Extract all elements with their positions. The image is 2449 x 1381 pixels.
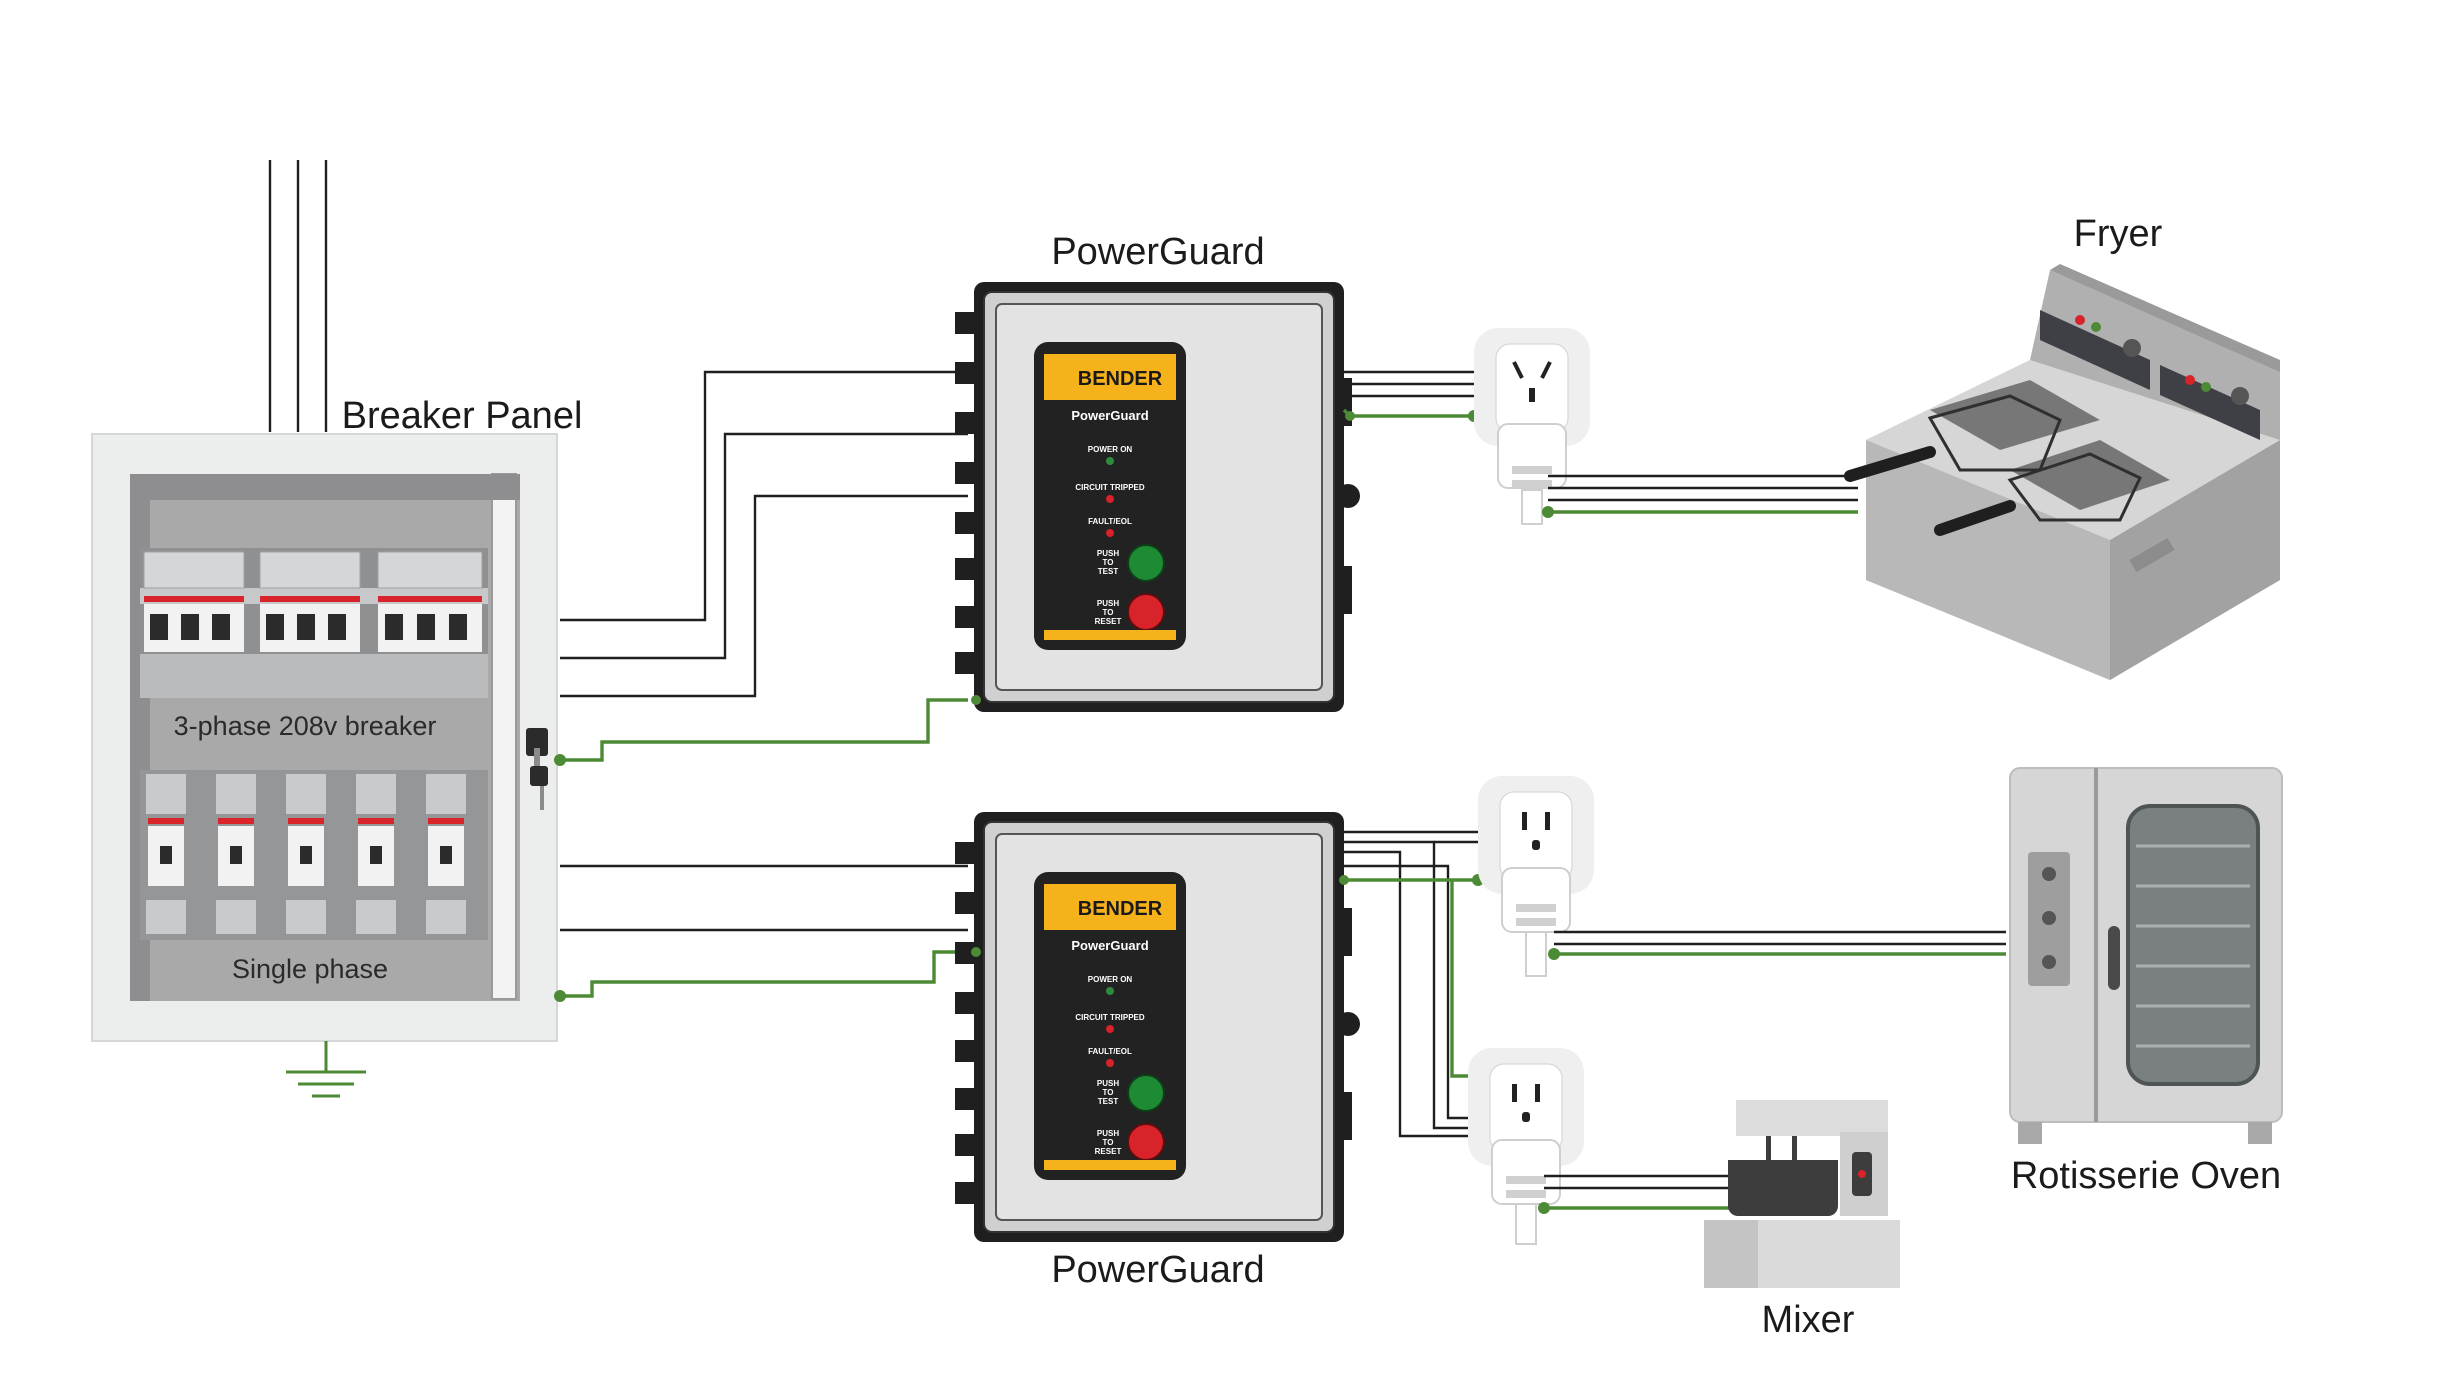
tripped-led-icon [1106,495,1114,503]
power-led-icon [1106,457,1114,465]
lock-icon [526,728,548,810]
brand-label-2: BENDER [1078,898,1163,920]
breaker-1p-4 [356,774,396,934]
single-phase-label: Single phase [232,954,388,984]
three-phase-label: 3-phase 208v breaker [174,711,437,741]
wires-bottom-to-outlets [1339,830,1484,1138]
plug-oven [1501,867,1571,977]
wires-top-to-outlet [1342,370,1480,422]
model-label: PowerGuard [1071,408,1148,423]
indicator-power-label: POWER ON [1088,445,1133,454]
rotisserie-oven-icon [2009,767,2283,1144]
supply-lines [268,160,328,432]
ground-icon [286,1041,366,1098]
powerguard-bottom: BENDER PowerGuard POWER ON CIRCUIT TRIPP… [955,812,1360,1242]
tripped-led-icon [1106,1025,1114,1033]
brand-label: BENDER [1078,368,1163,390]
powerguard-top: BENDER PowerGuard POWER ON CIRCUIT TRIPP… [955,282,1360,712]
breaker-1p-2 [216,774,256,934]
breaker-1p-1 [146,774,186,934]
indicator-power-label-2: POWER ON [1088,975,1133,984]
fryer-label: Fryer [2074,213,2163,255]
test-button[interactable] [1127,544,1165,582]
appliance-cables [1538,474,2006,1214]
plug-mixer [1491,1139,1561,1245]
three-phase-breakers [140,548,488,698]
mixer-icon [1704,1100,1900,1288]
outlet-mixer [1468,1048,1584,1166]
wires-panel-to-bottom [554,864,968,1002]
powerguard-bottom-label: PowerGuard [1051,1249,1264,1291]
plug-top [1497,423,1567,525]
mixer-label: Mixer [1762,1299,1855,1341]
breaker-panel-label: Breaker Panel [342,395,583,437]
fryer-icon [1844,264,2280,680]
reset-button-2[interactable] [1127,1123,1165,1161]
powerguard-top-label: PowerGuard [1051,231,1264,273]
power-led-icon [1106,987,1114,995]
breaker-3p-2 [259,551,361,652]
model-label-2: PowerGuard [1071,938,1148,953]
breaker-3p-3 [377,551,483,652]
rotisserie-oven-label: Rotisserie Oven [2011,1155,2281,1197]
reset-button[interactable] [1127,593,1165,631]
breaker-panel: 3-phase 208v breaker Single phase [91,433,558,1042]
outlet-top [1474,328,1590,446]
indicator-fault-label-2: FAULT/EOL [1088,1047,1132,1056]
outlet-oven [1478,776,1594,894]
breaker-3p-1 [143,551,245,652]
fault-led-icon [1106,1059,1114,1067]
breaker-1p-5 [426,774,466,934]
fault-led-icon [1106,529,1114,537]
indicator-tripped-label: CIRCUIT TRIPPED [1075,483,1145,492]
breaker-1p-3 [286,774,326,934]
wires-panel-to-top [554,370,968,766]
indicator-tripped-label-2: CIRCUIT TRIPPED [1075,1013,1145,1022]
test-button-2[interactable] [1127,1074,1165,1112]
single-phase-breakers [140,770,488,940]
indicator-fault-label: FAULT/EOL [1088,517,1132,526]
